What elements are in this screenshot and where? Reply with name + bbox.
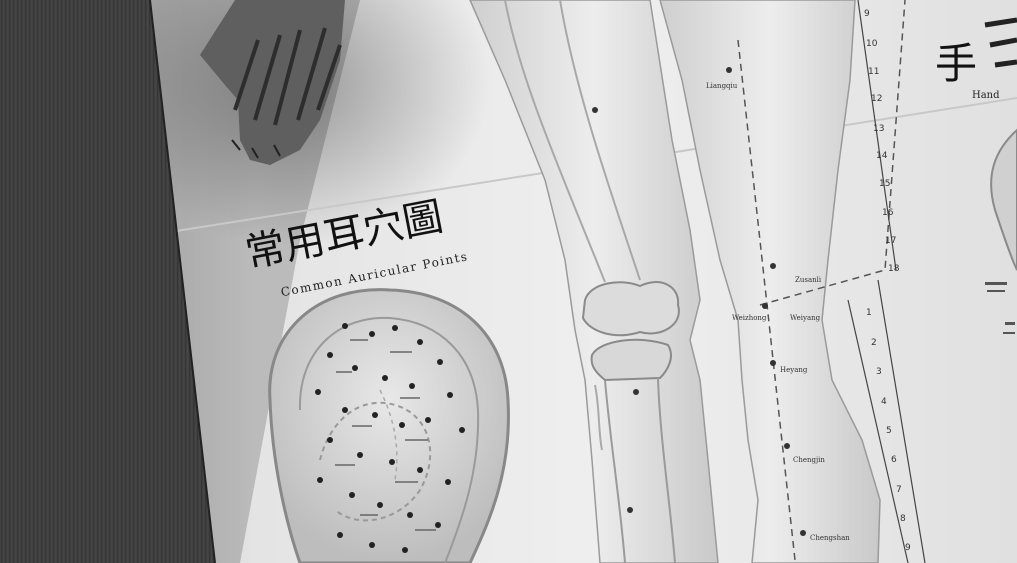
leg-label: Zusanli [795,276,822,284]
svg-text:16: 16 [882,208,894,218]
leg-label: Liangqiu [706,82,738,90]
svg-text:7: 7 [896,485,902,495]
svg-text:10: 10 [866,39,878,49]
svg-text:12: 12 [871,94,882,104]
svg-text:9: 9 [905,543,911,553]
svg-text:13: 13 [873,124,884,134]
svg-text:11: 11 [868,67,879,77]
leg-label: Chengshan [810,534,850,542]
svg-text:14: 14 [876,151,888,161]
svg-text:5: 5 [886,426,892,436]
ear-diagram [270,290,509,563]
svg-text:6: 6 [891,455,897,465]
leg-label: Heyang [780,366,808,374]
svg-text:4: 4 [881,397,887,407]
hand-title-cn: 手 [935,39,977,88]
svg-text:2: 2 [871,338,877,348]
svg-text:15: 15 [879,179,890,189]
svg-text:9: 9 [864,9,870,19]
svg-text:18: 18 [888,264,900,274]
hand-title-en: Hand [972,90,1000,101]
leg-label: Weizhong [732,314,767,322]
svg-text:17: 17 [885,236,896,246]
svg-text:8: 8 [900,514,906,524]
svg-text:3: 3 [876,367,882,377]
leg-label: Chengjin [793,456,825,464]
leg-label: Weiyang [790,314,821,322]
svg-text:1: 1 [866,308,872,318]
